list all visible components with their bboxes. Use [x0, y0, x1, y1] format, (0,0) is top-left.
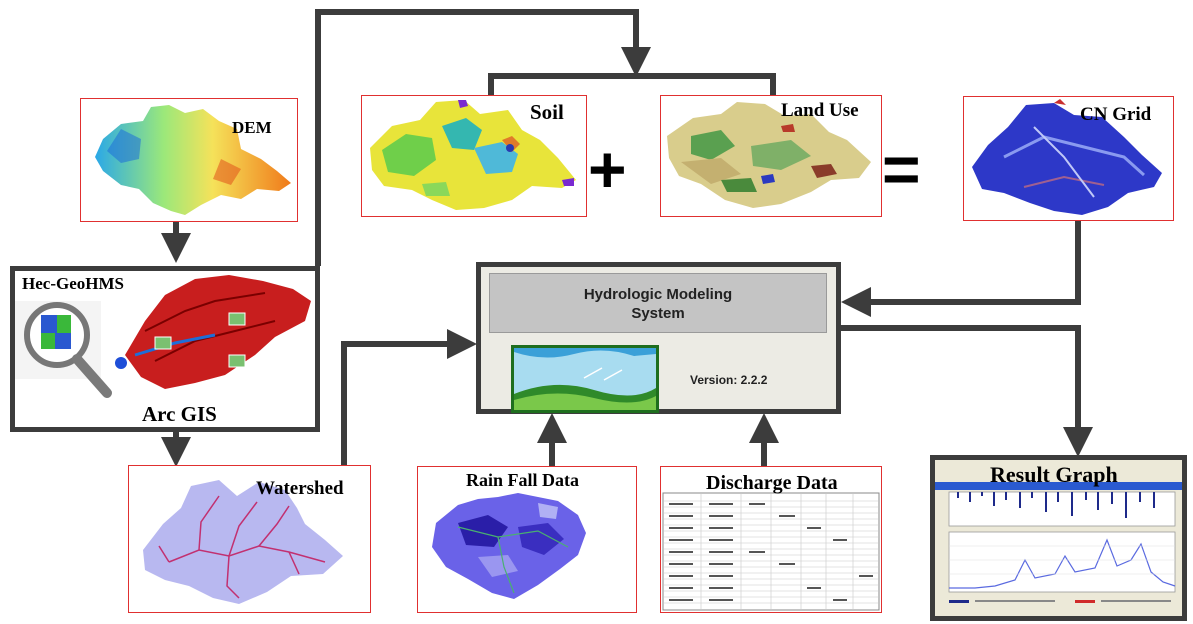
- dem-label: DEM: [232, 118, 272, 137]
- land-use-map-image: [667, 102, 871, 208]
- dem-box: [80, 98, 298, 222]
- arc-gis-label: Arc GIS: [142, 402, 217, 426]
- cn-grid-map-image: [972, 99, 1162, 215]
- result-graph-label: Result Graph: [990, 462, 1118, 487]
- hms-title: Hydrologic Modeling System: [489, 273, 827, 333]
- land-use-label: Land Use: [781, 100, 859, 121]
- hec-geohms-image: [15, 275, 311, 398]
- result-graph-image: [935, 460, 1182, 616]
- cn-grid-label: CN Grid: [1080, 104, 1152, 125]
- arrow-cngrid-to-hms: [841, 221, 1081, 317]
- rainfall-map-image: [432, 493, 586, 599]
- hms-title-line1: Hydrologic Modeling: [583, 286, 733, 303]
- soil-label: Soil: [530, 100, 564, 124]
- result-graph-box: [930, 455, 1187, 621]
- cn-grid-box: [963, 96, 1174, 221]
- discharge-label: Discharge Data: [706, 472, 838, 494]
- arrow-watershed-to-hms: [341, 329, 477, 465]
- watershed-label: Watershed: [256, 478, 344, 499]
- discharge-table-image: [662, 492, 880, 611]
- equals-operator: =: [882, 132, 921, 206]
- hec-geohms-arcgis-box: [10, 266, 320, 432]
- discharge-box: [660, 466, 882, 613]
- watershed-map-image: [143, 480, 343, 604]
- hms-logo-image: [511, 345, 659, 413]
- bracket-soil-landuse: [488, 73, 776, 97]
- plus-operator: +: [588, 132, 627, 206]
- dem-map-image: [95, 105, 291, 215]
- rainfall-box: [417, 466, 637, 613]
- hms-window: Hydrologic Modeling System Version: 2.2.…: [476, 262, 841, 414]
- hms-version: Version: 2.2.2: [690, 373, 768, 387]
- arrow-geohms-to-soil-landuse: [315, 9, 651, 266]
- watershed-box: [128, 465, 371, 613]
- land-use-box: [660, 95, 882, 217]
- hms-title-line2: System: [631, 305, 685, 322]
- hec-geohms-label: Hec-GeoHMS: [22, 274, 124, 293]
- soil-box: [361, 95, 587, 217]
- soil-map-image: [370, 100, 576, 210]
- arrow-hms-to-result: [841, 325, 1093, 457]
- rainfall-label: Rain Fall Data: [466, 470, 580, 490]
